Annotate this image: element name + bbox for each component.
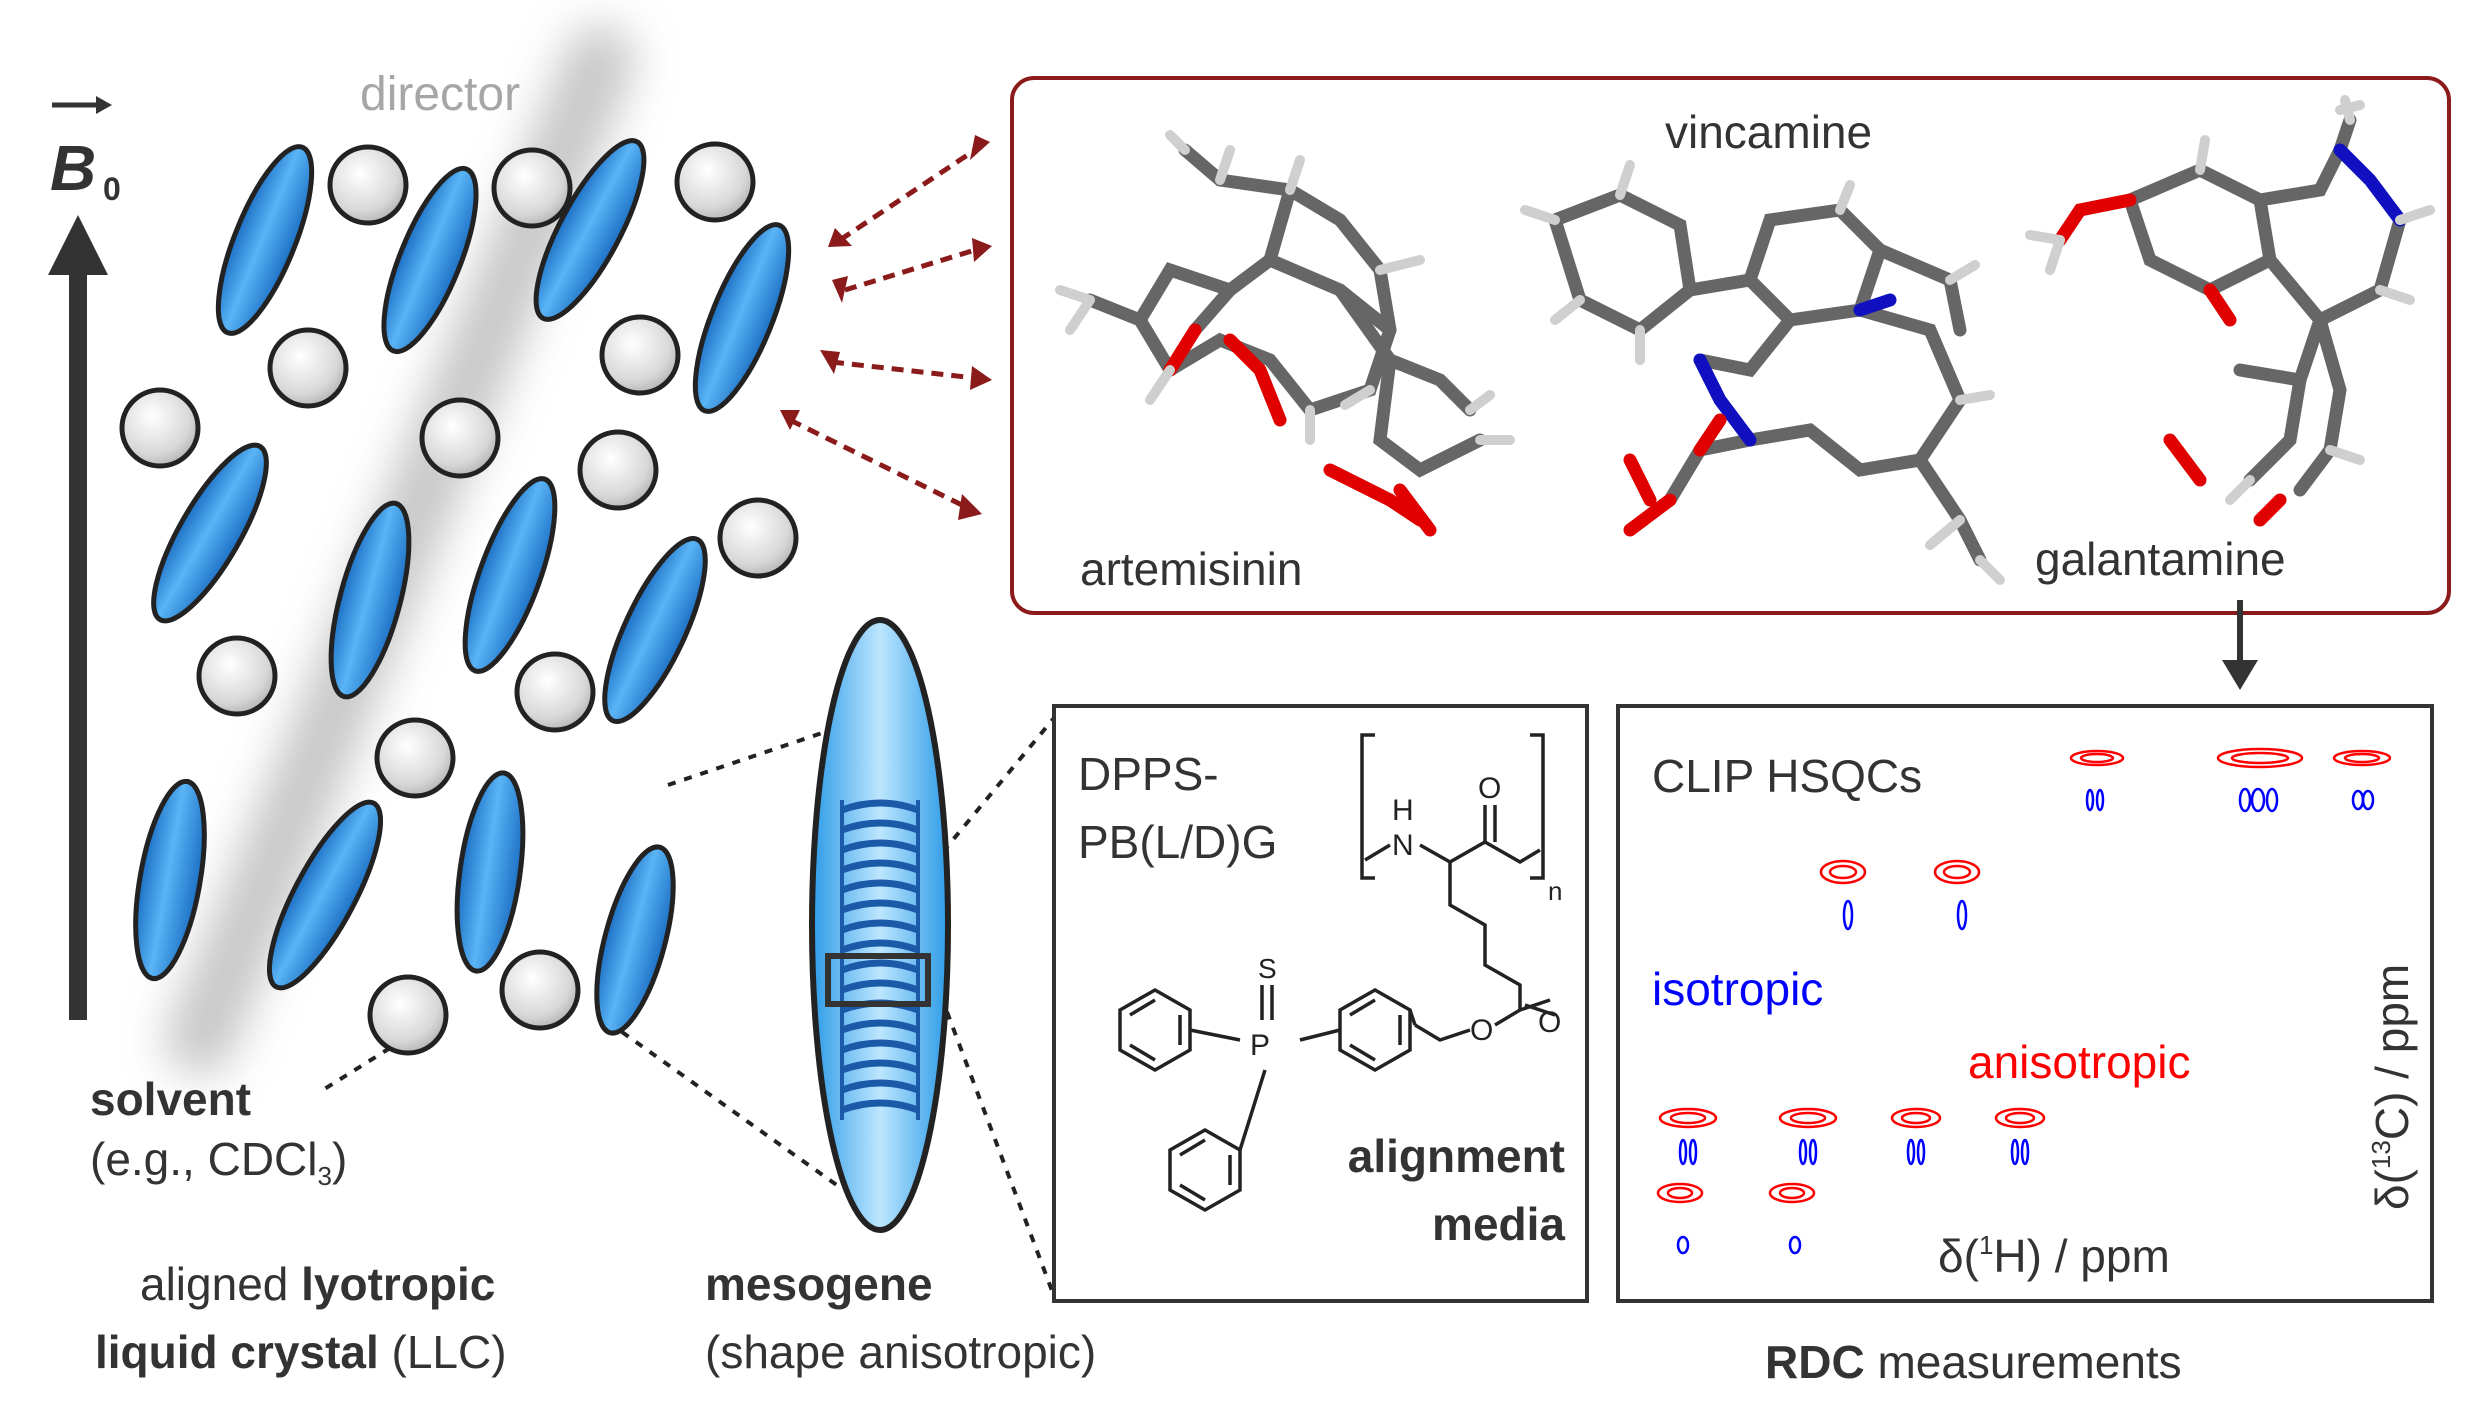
mesogen-helix-illustration (809, 617, 951, 1233)
y-axis-label: δ(13C) / ppm (2366, 964, 2418, 1210)
vector-arrow-icon (52, 96, 112, 114)
solvent-sphere (599, 314, 681, 396)
solvent-sphere (419, 397, 501, 479)
solvent-sphere (374, 717, 456, 799)
mesogen-rod (462, 476, 558, 674)
mesogen-rod (594, 844, 676, 1036)
mesogen-callout-line-bottom (620, 1030, 840, 1188)
polymer-structure (1118, 733, 1556, 1213)
vincamine-label: vincamine (1665, 106, 1872, 158)
mesogen-rod (328, 500, 412, 700)
mesogene-label: mesogene (705, 1258, 933, 1310)
x-axis-label: δ(1H) / ppm (1938, 1230, 2170, 1282)
artemisinin-model (1055, 130, 1515, 537)
dashed-double-arrow (844, 247, 976, 293)
b0-field-arrow (48, 215, 108, 1020)
anisotropic-label: anisotropic (1968, 1036, 2190, 1088)
atom-o-ester-double: O (1538, 1006, 1561, 1039)
dashed-double-arrow (838, 145, 980, 243)
nmr-peaks (1656, 747, 2392, 1255)
solvent-sphere (514, 651, 596, 733)
solvent-sphere (717, 497, 799, 579)
down-arrow-icon (2222, 600, 2258, 690)
atom-o-ester: O (1470, 1014, 1493, 1047)
artemisinin-label: artemisinin (1080, 543, 1302, 595)
mesogen-rod (133, 778, 207, 982)
zoom-box (825, 953, 931, 1007)
polymer-atom-labels: N H O n O O S P (1250, 772, 1562, 1062)
peak-pair (1656, 1182, 1704, 1255)
b0-subscript: 0 (103, 171, 121, 207)
director-label: director (360, 68, 520, 121)
mesogene-description: (shape anisotropic) (705, 1326, 1096, 1378)
atom-o-carbonyl: O (1478, 772, 1501, 805)
mesogen-rod (151, 442, 269, 624)
alignment-label-line2: media (1432, 1198, 1565, 1250)
arrowheads (780, 135, 992, 520)
solvent-sphere (267, 327, 349, 409)
peak-pair (2332, 749, 2392, 811)
mesogen-rod (215, 144, 315, 336)
repeat-n: n (1548, 876, 1562, 906)
peak-pair (2216, 747, 2304, 813)
nmr-panel (1616, 704, 2434, 1303)
peak-pair (1819, 859, 1867, 931)
alignment-label-line1: alignment (1348, 1130, 1565, 1182)
galantamine-label: galantamine (2035, 533, 2286, 585)
solvent-label: solvent (90, 1073, 251, 1125)
molecules-panel (1010, 76, 2451, 615)
helix-icon (840, 799, 920, 1120)
vincamine-model (1520, 160, 2005, 585)
llc-caption-line1: aligned lyotropic (140, 1258, 495, 1310)
mesogen-rod (381, 165, 479, 355)
solvent-callout-line (316, 1046, 392, 1095)
mesogen-rod (266, 799, 384, 991)
peak-pair (1994, 1107, 2046, 1166)
atom-p: P (1250, 1029, 1270, 1062)
polymer-name-line1: DPPS- (1078, 748, 1219, 800)
solvent-sphere (327, 144, 409, 226)
atom-s: S (1258, 953, 1277, 984)
atom-n: N (1392, 829, 1414, 862)
solvent-sphere (367, 974, 449, 1056)
alignment-media-panel (1052, 704, 1589, 1303)
llc-mesogen-rods (133, 138, 792, 1036)
peak-pair (1778, 1107, 1838, 1166)
b0-symbol: B (50, 132, 96, 204)
solvent-sphere (491, 147, 573, 229)
solvent-sphere (196, 635, 278, 717)
polymer-name-line2: PB(L/D)G (1078, 816, 1277, 868)
mesogen-rod (602, 535, 708, 725)
dashed-double-arrow (788, 417, 970, 511)
peak-pair (1658, 1107, 1718, 1166)
isotropic-label: isotropic (1652, 963, 1823, 1015)
peak-pair (1933, 859, 1981, 931)
solvent-sphere (119, 387, 201, 469)
dashed-double-arrow (831, 359, 976, 381)
zoom-callout-line-bottom (933, 979, 1056, 1297)
peak-pair (1890, 1107, 1942, 1166)
atom-h: H (1392, 794, 1414, 827)
mesogen-rod (533, 138, 647, 322)
mesogen-rod (692, 222, 792, 414)
nmr-title: CLIP HSQCs (1652, 750, 1922, 802)
mesogen-callout-line-top (667, 730, 826, 787)
galantamine-model (2025, 95, 2435, 527)
interaction-arrows (788, 145, 980, 511)
solvent-sphere (499, 949, 581, 1031)
rdc-caption: RDC measurements (1765, 1336, 2182, 1388)
zoom-callout-line-top (930, 716, 1056, 867)
mesogen-rod (454, 770, 526, 974)
peak-pair (2069, 749, 2125, 812)
llc-solvent-spheres (119, 141, 799, 1056)
peak-pair (1768, 1182, 1816, 1255)
solvent-sphere (674, 141, 756, 223)
solvent-sphere (577, 429, 659, 511)
solvent-example: (e.g., CDCl3) (90, 1133, 347, 1191)
llc-caption-line2: liquid crystal (LLC) (95, 1326, 507, 1378)
